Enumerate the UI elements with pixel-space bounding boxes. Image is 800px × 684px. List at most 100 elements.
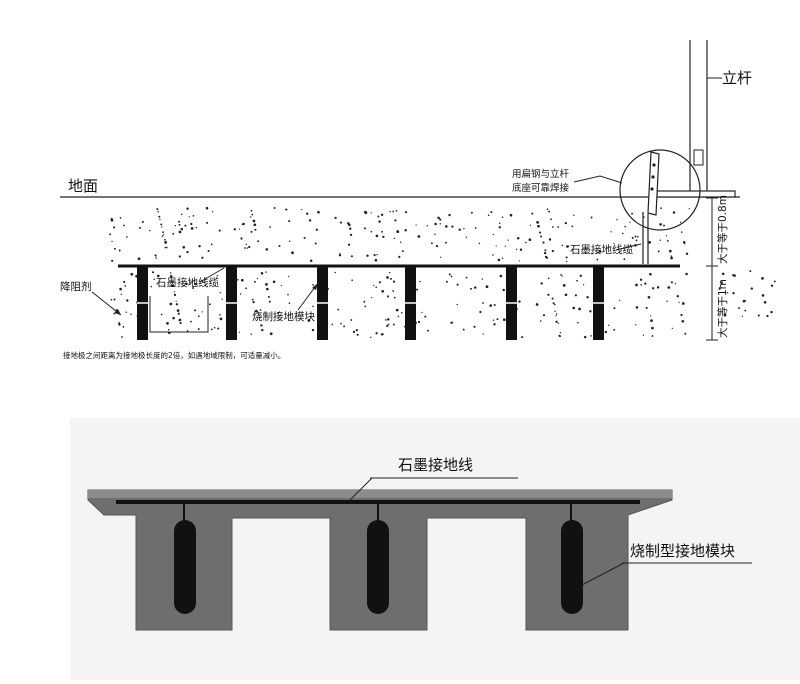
soil-dot <box>218 229 221 232</box>
soil-dot <box>350 255 353 258</box>
soil-dot <box>164 241 167 244</box>
soil-dot <box>110 218 114 222</box>
soil-dot <box>291 251 294 255</box>
soil-dot <box>635 283 638 287</box>
soil-dot <box>257 240 260 243</box>
soil-dot <box>665 235 668 237</box>
soil-dot <box>197 328 200 331</box>
soil-dot <box>150 285 153 288</box>
ground-label: 地面 <box>68 177 98 195</box>
soil-dot <box>539 320 542 322</box>
soil-dot <box>473 325 476 328</box>
soil-dot <box>670 255 673 257</box>
soil-dot <box>516 236 520 240</box>
soil-dot <box>118 249 121 252</box>
soil-dot <box>543 251 547 255</box>
soil-dot <box>152 271 155 274</box>
soil-dot <box>565 256 568 259</box>
soil-dot <box>404 229 407 232</box>
soil-dot <box>125 311 127 313</box>
soil-dot <box>366 254 369 257</box>
soil-dot <box>339 221 342 224</box>
soil-dot <box>417 320 421 324</box>
sintered-module <box>561 520 583 614</box>
soil-dot <box>495 245 497 247</box>
soil-dot <box>334 216 337 220</box>
soil-dot <box>726 291 729 294</box>
soil-dot <box>373 284 375 287</box>
soil-dot <box>562 284 566 287</box>
soil-dot <box>639 278 643 281</box>
soil-dot <box>668 249 672 253</box>
soil-dot <box>427 329 430 332</box>
soil-dot <box>577 321 579 324</box>
soil-dot <box>678 301 680 304</box>
soil-dot <box>493 303 496 307</box>
soil-dot <box>456 303 458 306</box>
soil-dot <box>381 289 385 293</box>
soil-dot <box>306 212 309 215</box>
soil-dot <box>317 210 320 214</box>
soil-dot <box>501 257 504 259</box>
soil-dot <box>497 258 501 262</box>
soil-dot <box>515 248 518 251</box>
soil-dot <box>175 300 177 302</box>
soil-dot <box>487 214 490 217</box>
graphite-cable-callout-box <box>149 296 209 333</box>
soil-dot <box>610 231 612 233</box>
soil-dot <box>647 295 651 299</box>
soil-dot <box>186 207 189 210</box>
soil-dot <box>551 297 554 300</box>
soil-dot <box>123 280 126 284</box>
soil-dot <box>394 219 397 222</box>
soil-dot <box>399 241 402 243</box>
soil-dot <box>644 282 647 285</box>
soil-dot <box>376 254 378 256</box>
concrete-top-band <box>88 490 672 498</box>
soil-dot <box>280 284 283 287</box>
soil-dot <box>167 328 170 331</box>
soil-dot <box>259 309 262 311</box>
soil-dot <box>192 286 195 290</box>
soil-dot <box>385 319 387 321</box>
soil-dot <box>537 224 540 228</box>
soil-dot <box>201 281 204 283</box>
soil-dot <box>197 315 200 318</box>
soil-dot <box>180 213 183 216</box>
soil-dot <box>637 235 639 238</box>
soil-dot <box>217 327 220 330</box>
soil-dot <box>663 224 665 227</box>
soil-dot <box>188 216 190 218</box>
soil-dot <box>539 235 543 238</box>
soil-dot <box>374 258 378 262</box>
soil-dot <box>548 238 552 241</box>
soil-dot <box>277 311 280 314</box>
soil-dot <box>560 274 562 276</box>
sintered-module-label-top: 烧制接地模块 <box>252 310 315 323</box>
grounding-electrodes <box>137 266 604 340</box>
soil-dot <box>125 236 128 238</box>
soil-dot <box>552 302 555 305</box>
soil-dot <box>536 221 539 224</box>
soil-dot <box>670 281 673 284</box>
soil-dot <box>763 300 767 304</box>
soil-dot <box>251 213 254 216</box>
soil-dot <box>364 210 367 214</box>
soil-dot <box>139 226 141 229</box>
soil-dot <box>113 226 116 229</box>
soil-dot <box>680 231 683 233</box>
soil-dot <box>485 285 489 289</box>
soil-dot <box>395 308 399 312</box>
soil-dot <box>445 280 448 283</box>
soil-dot <box>109 233 112 236</box>
soil-dot <box>216 275 219 277</box>
soil-dot <box>666 240 669 242</box>
soil-dot <box>201 256 204 259</box>
soil-dot <box>162 231 165 234</box>
soil-dot <box>250 209 253 212</box>
soil-dot <box>635 239 638 242</box>
soil-dot <box>171 284 175 287</box>
soil-dot <box>158 215 161 218</box>
soil-dot <box>347 243 351 246</box>
